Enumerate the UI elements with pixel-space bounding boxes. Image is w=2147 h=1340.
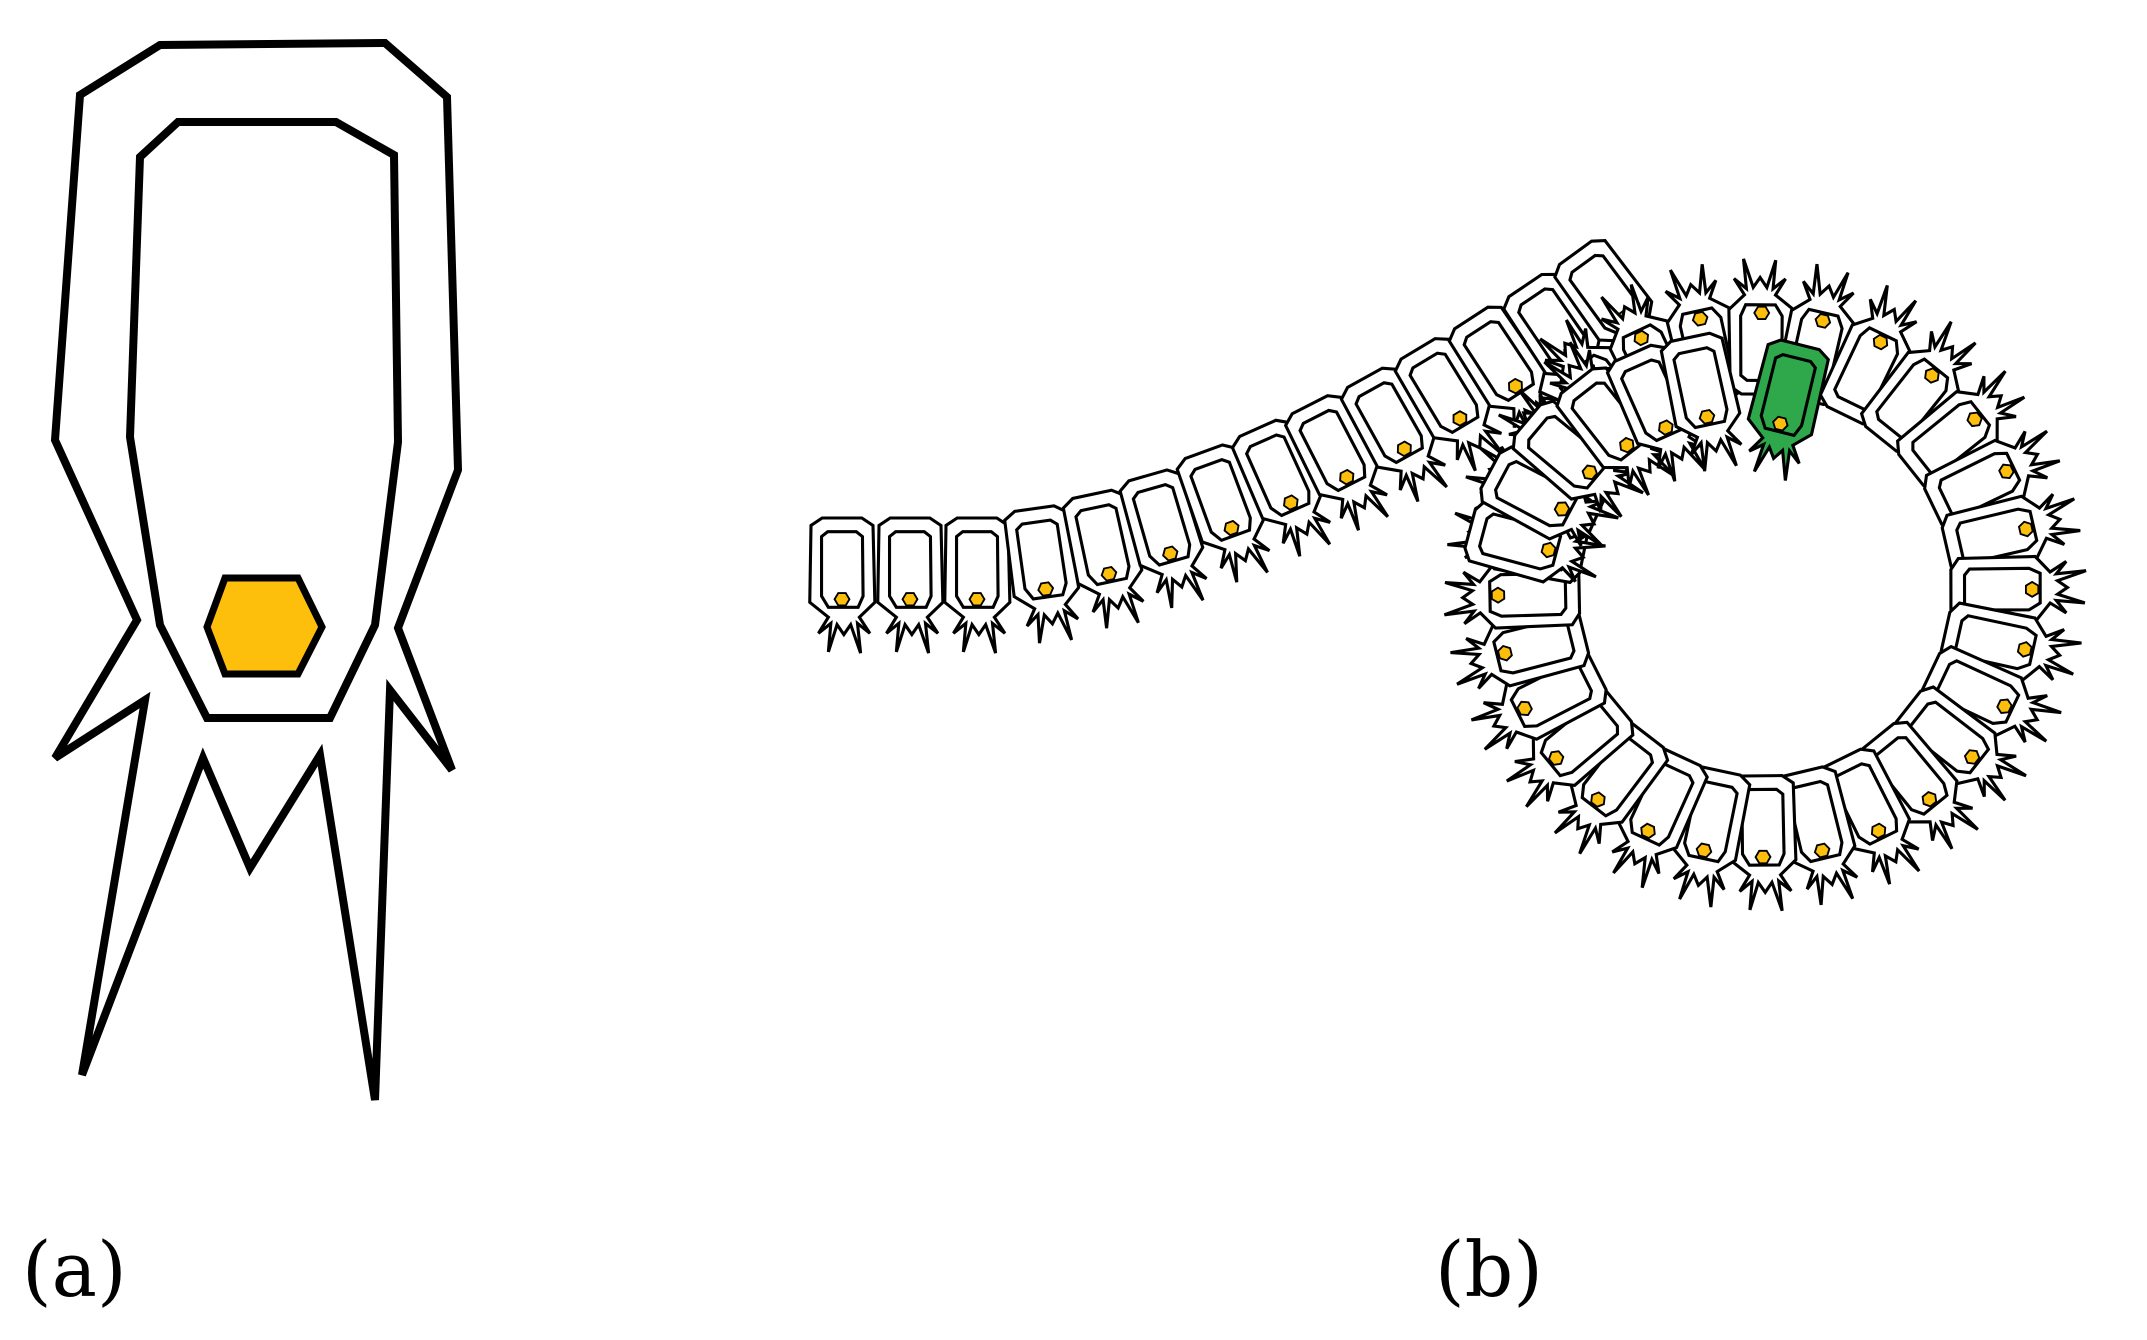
chain-cell <box>808 516 877 655</box>
cell-inner-wall <box>125 118 403 722</box>
green-cell <box>1746 338 1830 481</box>
chain-cell <box>876 516 945 655</box>
panel-label-a: (a) <box>22 1225 127 1314</box>
panel-label-b: (b) <box>1435 1225 1543 1314</box>
chain-cell <box>943 516 1012 655</box>
core-hexagon <box>203 574 326 678</box>
single-cell-diagram <box>50 38 463 1101</box>
highlighted-cell <box>1746 338 1830 481</box>
cell-chain-spiral <box>808 231 2088 913</box>
